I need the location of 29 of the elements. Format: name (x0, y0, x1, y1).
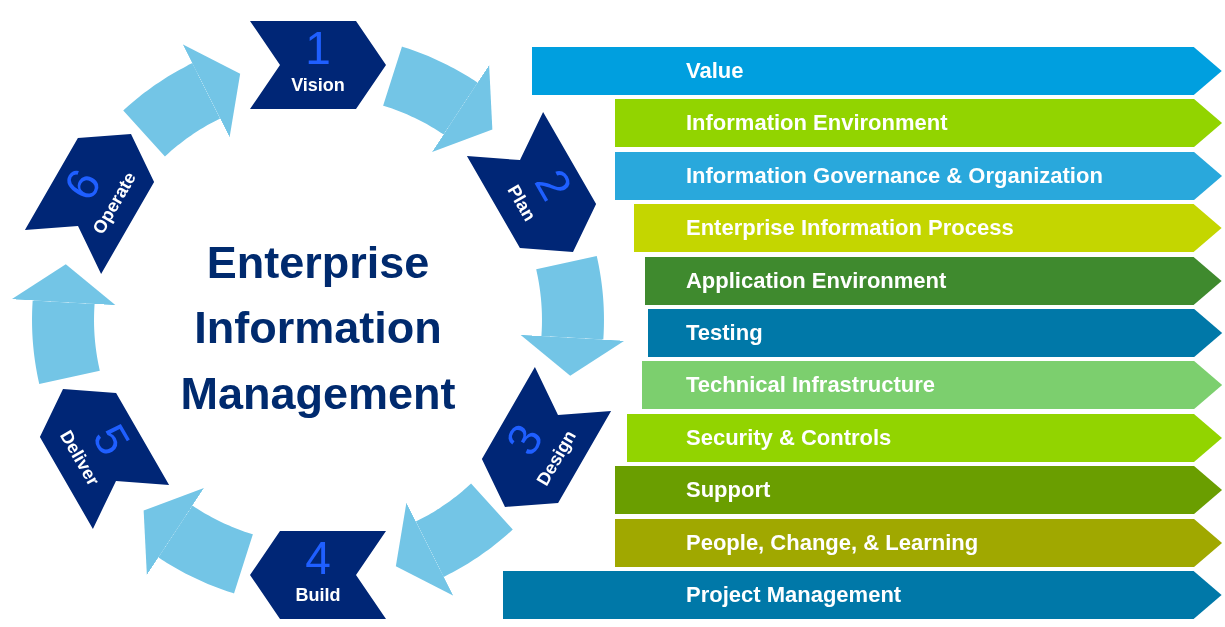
title: Enterprise Information Management (179, 236, 457, 421)
band-label: Value (686, 58, 744, 84)
category-band (614, 99, 1222, 148)
band-label: Project Management (686, 582, 902, 608)
step-number: 1 (304, 25, 332, 71)
step-label: Vision (290, 75, 346, 96)
band-label: Technical Infrastructure (686, 372, 935, 399)
band-label: Information Environment (686, 110, 948, 137)
band-label: People, Change, & Learning (686, 529, 979, 556)
step-label: Build (294, 585, 342, 606)
category-band (634, 204, 1222, 253)
category-band (614, 466, 1222, 515)
category-band (614, 151, 1222, 200)
step-number: 4 (304, 535, 332, 581)
category-band (614, 518, 1222, 567)
category-band (641, 361, 1222, 410)
band-label: Application Environment (686, 267, 947, 294)
category-band (645, 256, 1222, 305)
band-label: Support (686, 477, 771, 504)
stage-chevron (250, 21, 386, 109)
band-label: Information Governance & Organization (686, 162, 1103, 189)
category-band (647, 309, 1222, 357)
band-label: Enterprise Information Process (686, 215, 1014, 242)
stage-chevron (250, 531, 386, 619)
band-label: Security & Controls (686, 424, 892, 451)
band-label: Testing (686, 320, 763, 346)
category-band (627, 413, 1222, 462)
category-band (503, 571, 1222, 619)
category-band (532, 47, 1222, 95)
